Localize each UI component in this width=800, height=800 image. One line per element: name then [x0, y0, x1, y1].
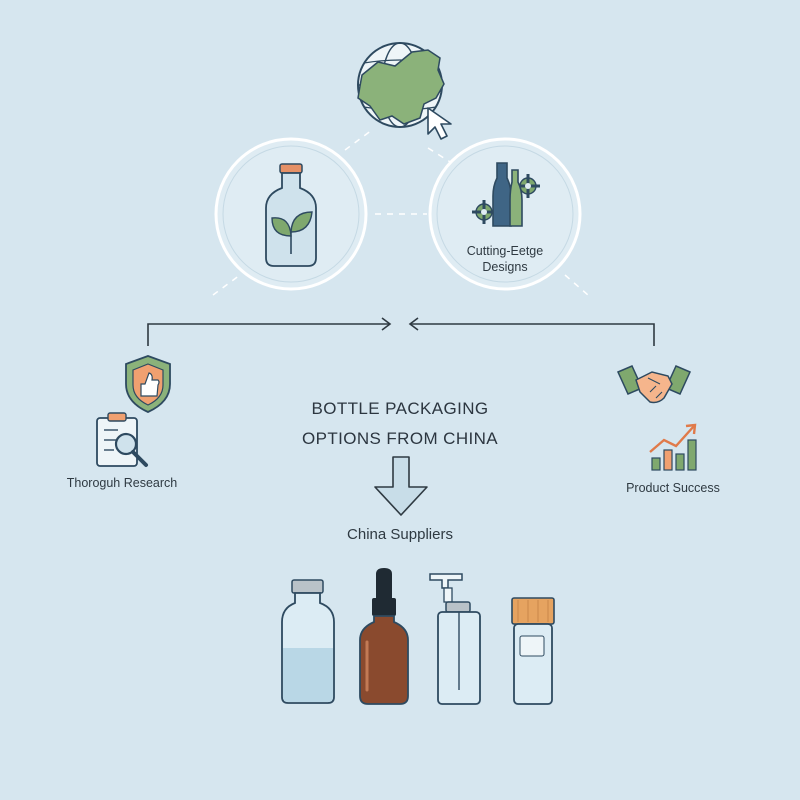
- diagram-title: BOTTLE PACKAGING OPTIONS FROM CHINA: [250, 394, 550, 454]
- bracket-left-arrow: [147, 317, 392, 346]
- title-line-1: BOTTLE PACKAGING: [311, 399, 489, 418]
- suppliers-label: China Suppliers: [347, 526, 453, 543]
- pump-bottle-icon: [429, 573, 481, 705]
- bottle-gears-icon: [472, 162, 540, 227]
- handshake-icon: [617, 365, 691, 404]
- plant-jar-node: [214, 137, 368, 291]
- plant-jar-icon: [265, 163, 317, 267]
- designs-label-line-2: Designs: [482, 260, 528, 274]
- designs-label: Cutting-Eetge Designs: [455, 243, 555, 275]
- cursor-icon: [427, 107, 452, 140]
- bracket-right-arrow: [408, 317, 655, 346]
- dropper-bottle-icon: [359, 568, 409, 705]
- title-line-2: OPTIONS FROM CHINA: [301, 429, 499, 448]
- shield-thumbs-up-icon: [125, 355, 171, 413]
- down-arrow-icon: [374, 456, 428, 516]
- success-label: Product Success: [626, 481, 720, 495]
- research-label: Thoroguh Research: [66, 476, 178, 490]
- designs-node: [428, 137, 582, 291]
- designs-label-line-1: Cutting-Eetge: [466, 244, 544, 258]
- cork-tube-icon: [511, 597, 555, 705]
- globe-china-icon: [357, 42, 445, 128]
- glass-bottle-icon: [281, 579, 335, 704]
- clipboard-magnifier-icon: [96, 412, 148, 467]
- growth-chart-icon: [649, 423, 697, 471]
